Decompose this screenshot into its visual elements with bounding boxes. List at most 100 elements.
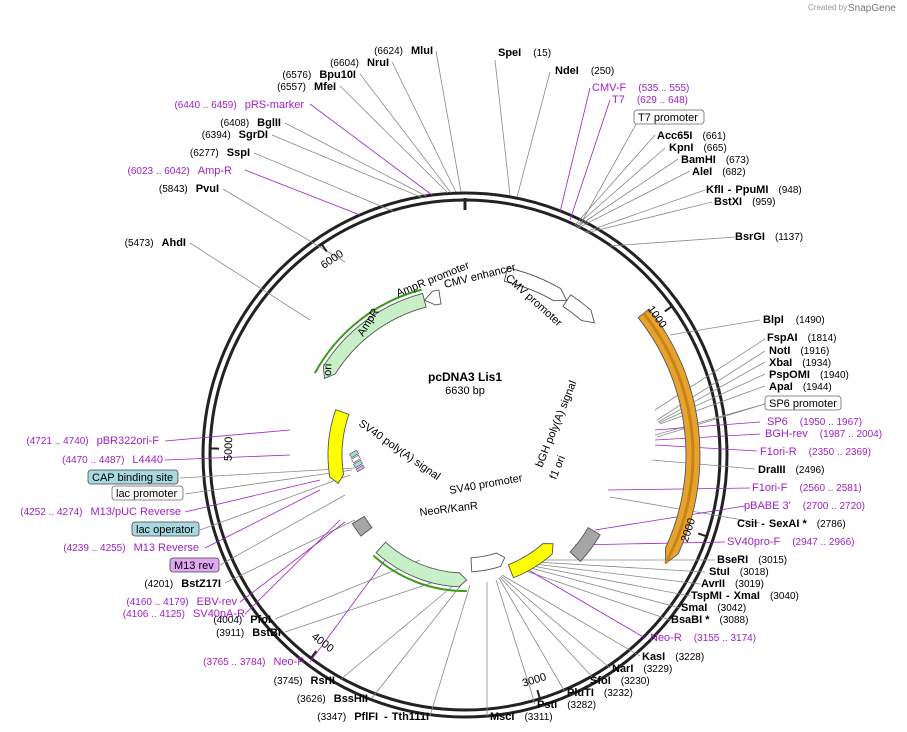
feature-ori[interactable] xyxy=(327,409,350,485)
primer-sp6[interactable]: SP6(1950 .. 1967) xyxy=(767,416,862,428)
enzyme-msci[interactable]: MscI(3311) xyxy=(490,711,553,723)
svg-text:lac promoter: lac promoter xyxy=(116,488,177,500)
enzyme-bsshii[interactable]: (3626)BssHII xyxy=(297,693,368,705)
watermark-brand: SnapGene xyxy=(848,3,896,14)
enzyme-bglii[interactable]: (6408)BglII xyxy=(220,117,281,129)
enzyme-bstxi[interactable]: BstXI(959) xyxy=(714,196,775,208)
enzyme-mlui[interactable]: (6624)MluI xyxy=(374,45,433,57)
label-leaders xyxy=(164,50,766,717)
enzyme-sfoi[interactable]: SfoI(3230) xyxy=(590,675,650,687)
enzyme-kfli-ppumi[interactable]: KflI-PpuMI(948) xyxy=(706,184,802,196)
primer-neo-f[interactable]: (3765 .. 3784)Neo-F xyxy=(203,656,304,668)
tick-mark xyxy=(536,689,542,700)
primer-neo-r[interactable]: Neo-R(3155 .. 3174) xyxy=(650,632,756,644)
tick-mark xyxy=(309,650,318,660)
enzyme-csii-sexai[interactable]: CsiI-SexAI *(2786) xyxy=(737,518,846,530)
primer-t7[interactable]: T7(629 .. 648) xyxy=(612,94,688,106)
enzyme-pvui[interactable]: (5843)PvuI xyxy=(159,183,219,195)
enzyme-bstbi[interactable]: (3911)BstBI xyxy=(216,627,281,639)
primer-pbabe3[interactable]: pBABE 3'(2700 .. 2720) xyxy=(744,500,865,512)
primer-prs-marker[interactable]: (6440 .. 6459)pRS-marker xyxy=(174,99,304,111)
primer-f1ori-f[interactable]: F1ori-F(2560 .. 2581) xyxy=(752,482,862,494)
primer-pbr322ori-f[interactable]: (4721 .. 4740)pBR322ori-F xyxy=(26,435,159,447)
primer-cmv-f[interactable]: CMV-F(535 .. 555) xyxy=(592,82,689,94)
enzyme-bstz17i[interactable]: (4201)BstZ17I xyxy=(144,578,221,590)
feature-bgh-poly-a-signal[interactable] xyxy=(569,527,601,563)
feature-label-sv40-promoter: SV40 promoter xyxy=(448,472,523,497)
enzyme-ndei[interactable]: NdeI(250) xyxy=(555,65,614,77)
enzyme-stui[interactable]: StuI(3018) xyxy=(709,566,769,578)
box-lac-operator[interactable]: lac operator xyxy=(131,521,200,537)
enzyme-sgrdi[interactable]: (6394)SgrDI xyxy=(202,129,268,141)
box-cap-binding-site[interactable]: CAP binding site xyxy=(87,469,179,485)
enzyme-apai[interactable]: ApaI(1944) xyxy=(769,381,832,393)
primer-m13-reverse[interactable]: (4239 .. 4255)M13 Reverse xyxy=(63,542,199,554)
enzyme-psti[interactable]: PstI(3282) xyxy=(537,699,596,711)
box-lac-promoter[interactable]: lac promoter xyxy=(111,485,184,501)
feature-f1-ori[interactable] xyxy=(507,543,554,579)
enzyme-bsrgi[interactable]: BsrGI(1137) xyxy=(735,231,803,243)
enzyme-kpni[interactable]: KpnI(665) xyxy=(669,142,727,154)
primer-labels: CMV-F(535 .. 555) T7(629 .. 648) SP6(195… xyxy=(20,82,882,668)
enzyme-pfoi[interactable]: (4004)PfoI xyxy=(213,614,271,626)
box-t7-promoter[interactable]: T7 promoter xyxy=(633,109,705,125)
feature-ampr-promoter[interactable] xyxy=(423,289,442,306)
feature-label-ori: ori xyxy=(322,363,334,376)
box-m13-rev[interactable]: M13 rev xyxy=(169,557,220,573)
feature-cmv-enhancer[interactable] xyxy=(503,267,568,302)
enzyme-nari[interactable]: NarI(3229) xyxy=(612,663,672,675)
enzyme-draiii[interactable]: DraIII(2496) xyxy=(758,464,824,476)
enzyme-smai[interactable]: SmaI(3042) xyxy=(681,602,746,614)
svg-text:M13 rev: M13 rev xyxy=(174,560,214,572)
enzyme-tspmi-xmai[interactable]: TspMI-XmaI(3040) xyxy=(691,590,799,602)
enzyme-blpi[interactable]: BlpI(1490) xyxy=(763,314,825,326)
backbone-outer xyxy=(201,191,729,719)
enzyme-pflfi-tth111i[interactable]: (3347)PflFI-Tth111I xyxy=(317,711,429,723)
feature-cmv-promoter[interactable] xyxy=(562,294,596,324)
watermark-created-by: Created by xyxy=(808,3,847,12)
enzyme-spei[interactable]: SpeI(15) xyxy=(498,47,551,59)
enzyme-alei[interactable]: AleI(682) xyxy=(692,166,746,178)
enzyme-noti[interactable]: NotI(1916) xyxy=(769,345,829,357)
tick-label: 5000 xyxy=(223,436,236,461)
primer-f1ori-r[interactable]: F1ori-R(2350 .. 2369) xyxy=(760,446,871,458)
feature-sv40-promoter[interactable] xyxy=(470,552,506,573)
enzyme-sspi[interactable]: (6277)SspI xyxy=(190,147,250,159)
svg-text:SP6 promoter: SP6 promoter xyxy=(769,398,837,410)
enzyme-bamhi[interactable]: BamHI(673) xyxy=(681,154,749,166)
plasmid-name: pcDNA3 Lis1 xyxy=(428,370,502,384)
enzyme-bseri[interactable]: BseRI(3015) xyxy=(717,554,787,566)
feature-neor-kanr[interactable] xyxy=(375,541,468,588)
tick-mark xyxy=(664,304,674,313)
enzyme-avrii[interactable]: AvrII(3019) xyxy=(701,578,764,590)
tick-mark xyxy=(697,532,708,538)
primer-bgh-rev[interactable]: BGH-rev(1987 .. 2004) xyxy=(765,428,882,440)
boxed-feature-labels: T7 promoter SP6 promoter CAP binding sit… xyxy=(87,109,842,573)
feature-accent-lis1-insert xyxy=(642,312,695,565)
enzyme-nrui[interactable]: (6604)NruI xyxy=(330,57,389,69)
feature-ampr[interactable] xyxy=(322,292,427,380)
enzyme-bsabi[interactable]: BsaBI *(3088) xyxy=(671,614,748,626)
enzyme-kasi[interactable]: KasI(3228) xyxy=(642,651,704,663)
enzyme-rsrii[interactable]: (3745)RsrII xyxy=(274,675,335,687)
enzyme-xbai[interactable]: XbaI(1934) xyxy=(769,357,831,369)
primer-sv40pro-f[interactable]: SV40pro-F(2947 .. 2966) xyxy=(727,536,854,548)
enzyme-bpu10i[interactable]: (6576)Bpu10I xyxy=(282,69,356,81)
svg-text:lac operator: lac operator xyxy=(136,524,194,536)
feature-accent-neor-kanr xyxy=(372,554,467,592)
primer-sv40pa-r[interactable]: (4106 .. 4125)SV40pA-R xyxy=(123,608,245,620)
box-sp6-promoter[interactable]: SP6 promoter xyxy=(764,395,842,411)
enzyme-pspomi[interactable]: PspOMI(1940) xyxy=(769,369,849,381)
primer-ebv-rev[interactable]: (4160 .. 4179)EBV-rev xyxy=(126,596,237,608)
enzyme-ahdi[interactable]: (5473)AhdI xyxy=(125,237,186,249)
primer-l4440[interactable]: (4470 .. 4487)L4440 xyxy=(62,454,163,466)
tick-label: 6000 xyxy=(319,248,346,272)
feature-label-neor: NeoR/KanR xyxy=(419,500,479,519)
enzyme-pluti[interactable]: PluTI(3232) xyxy=(567,687,633,699)
enzyme-mfei[interactable]: (6557)MfeI xyxy=(277,81,336,93)
primer-m13-puc-reverse[interactable]: (4252 .. 4274)M13/pUC Reverse xyxy=(20,506,181,518)
primer-amp-r[interactable]: (6023 .. 6042)Amp-R xyxy=(128,165,233,177)
feature-sv40-poly-a-signal[interactable] xyxy=(351,515,373,537)
enzyme-fspai[interactable]: FspAI(1814) xyxy=(767,332,836,344)
enzyme-acc65i[interactable]: Acc65I(661) xyxy=(657,130,726,142)
